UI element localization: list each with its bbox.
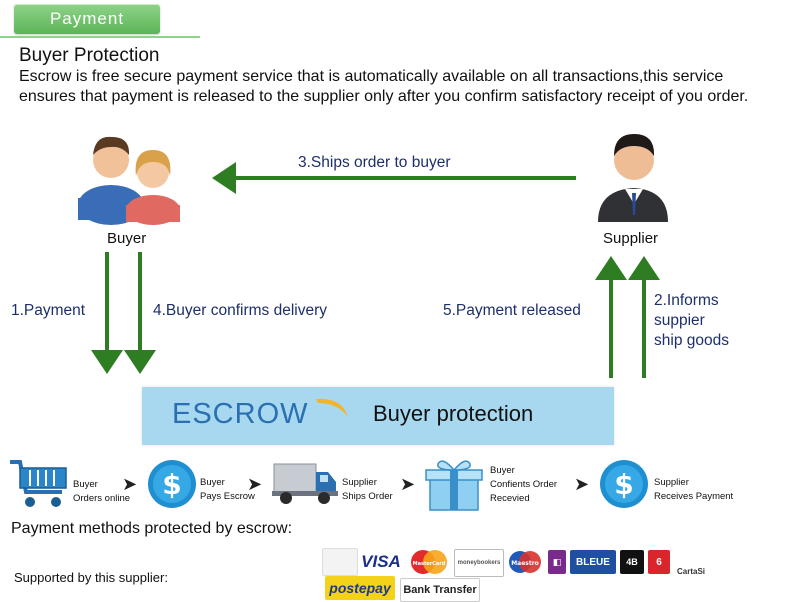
flow-next-arrow-icon: ➤	[400, 474, 416, 494]
step-ships-label: 3.Ships order to buyer	[298, 154, 451, 171]
flow-step-3-line1: Supplier	[342, 477, 377, 488]
intro-body: Escrow is free secure payment service th…	[19, 68, 749, 105]
step-confirms-label: 4.Buyer confirms delivery	[153, 302, 328, 319]
flow-step-4-text: Buyer Confients Order Recevied	[490, 464, 557, 506]
flow-next-arrow-icon: ➤	[574, 474, 590, 494]
escrow-tagline: Buyer protection	[373, 401, 534, 426]
svg-text:$: $	[614, 468, 633, 501]
flow-step-2-line2: Pays Escrow	[200, 491, 255, 502]
section-tab: Payment	[0, 0, 200, 38]
step-released-label: 5.Payment released	[443, 302, 581, 319]
flow-step-3-line2: Ships Order	[342, 491, 393, 502]
flow-step-1-text: Buyer Orders online	[73, 478, 130, 506]
intro-title: Buyer Protection	[19, 45, 160, 66]
step-informs-line2: suppier	[654, 312, 705, 329]
flow-step-2-line1: Buyer	[200, 477, 225, 488]
tab-underline	[0, 36, 200, 38]
mastercard-text: MasterCard	[413, 561, 446, 567]
flow-step-2-text: Buyer Pays Escrow	[200, 476, 255, 504]
dollar-coin-icon: $	[148, 460, 196, 508]
carte-bleue-logo: BLEUE	[570, 550, 616, 574]
flow-step-4-line3: Recevied	[490, 493, 530, 504]
shopping-cart-icon	[10, 460, 67, 507]
dollar-coin-icon: $	[600, 460, 648, 508]
payment-tab-label: Payment	[49, 9, 125, 28]
bank-transfer-logo: Bank Transfer	[400, 578, 480, 602]
supplier-label: Supplier	[603, 230, 659, 247]
escrow-word: ESCROW	[172, 398, 309, 430]
flow-next-arrow-icon: ➤	[122, 474, 138, 494]
visa-logo: VISA	[361, 552, 401, 571]
maestro-logo: Maestro	[506, 549, 544, 575]
flow-step-1-line2: Orders online	[73, 493, 131, 504]
flow-step-1-line1: Buyer	[73, 479, 98, 490]
flow-step-3-text: Supplier Ships Order	[342, 476, 393, 504]
buyer-people-icon	[78, 136, 180, 225]
postepay-logo: postepay	[325, 576, 395, 600]
svg-text:$: $	[162, 468, 181, 501]
card-brand-logo: ◧	[548, 550, 566, 574]
flow-step-5-line2: Receives Payment	[654, 491, 734, 502]
flow-step-4-line2: Confients Order	[490, 479, 558, 490]
flow-step-5-text: Supplier Receives Payment	[654, 476, 733, 504]
payment-tab[interactable]: Payment	[14, 4, 160, 34]
escrow-banner: ESCROW Buyer protection	[142, 387, 614, 445]
moneybookers-logo: moneybookers	[454, 549, 504, 577]
flow-next-arrow-icon: ➤	[247, 474, 263, 494]
generic-card-logo	[322, 548, 358, 576]
delivery-truck-icon	[272, 463, 338, 504]
card-brand-logo: 6	[648, 550, 670, 574]
step-informs-line1: 2.Informs	[654, 292, 719, 309]
mastercard-logo: MasterCard	[408, 549, 450, 575]
buyer-label: Buyer	[107, 230, 147, 247]
flow-step-4-line1: Buyer	[490, 465, 515, 476]
flow-step-5-line1: Supplier	[654, 477, 689, 488]
escrow-swoosh-icon	[316, 398, 348, 417]
cartasi-logo: CartaSi	[676, 567, 705, 576]
supported-label: Supported by this supplier:	[14, 570, 168, 585]
step-informs-line3: ship goods	[654, 332, 729, 349]
step-payment-label: 1.Payment	[11, 302, 86, 319]
maestro-text: Maestro	[511, 560, 539, 567]
payment-methods-label: Payment methods protected by escrow:	[11, 520, 293, 537]
card-brand-logo: 4B	[620, 550, 644, 574]
gift-box-icon	[425, 460, 483, 511]
supplier-person-icon	[598, 134, 668, 222]
flow-arrows	[78, 134, 668, 378]
